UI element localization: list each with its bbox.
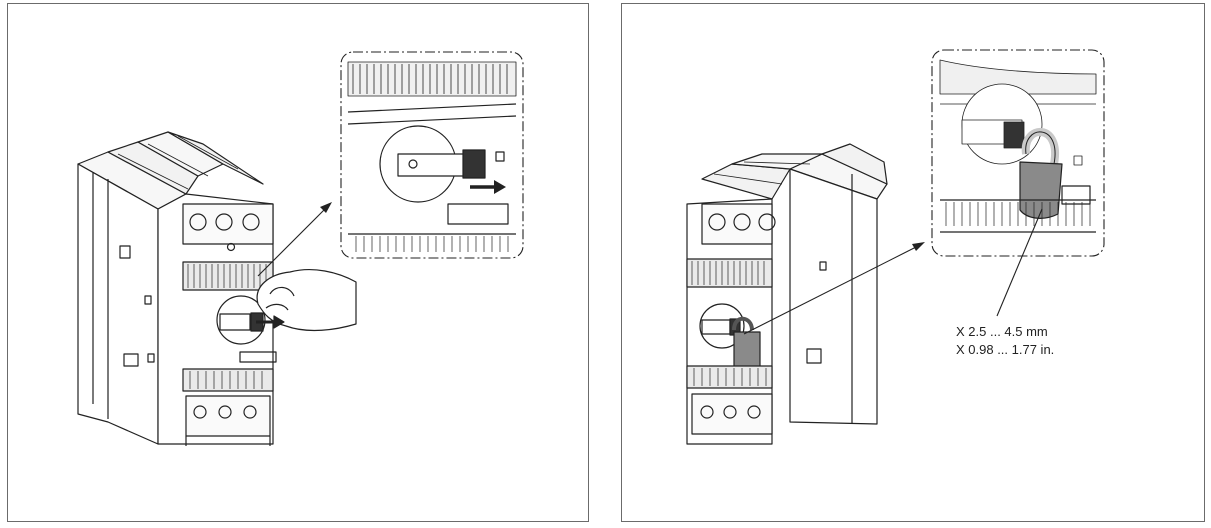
dimension-label-mm: X 2.5 ... 4.5 mm xyxy=(956,324,1048,339)
detail-callout xyxy=(931,49,1105,257)
detail-callout xyxy=(340,51,524,259)
arrow-right-icon xyxy=(256,315,285,329)
arrow-right-icon xyxy=(470,180,506,194)
padlock-icon xyxy=(1019,127,1063,219)
padlock-illustration xyxy=(686,49,1105,445)
circuit-breaker-device xyxy=(77,131,277,446)
dimension-label-in: X 0.98 ... 1.77 in. xyxy=(956,342,1055,357)
circuit-breaker-device xyxy=(686,143,888,445)
figure-padlock-panel: X 2.5 ... 4.5 mm X 0.98 ... 1.77 in. xyxy=(621,3,1205,522)
figure-unlock-panel xyxy=(7,3,589,522)
unlock-illustration xyxy=(77,51,524,446)
